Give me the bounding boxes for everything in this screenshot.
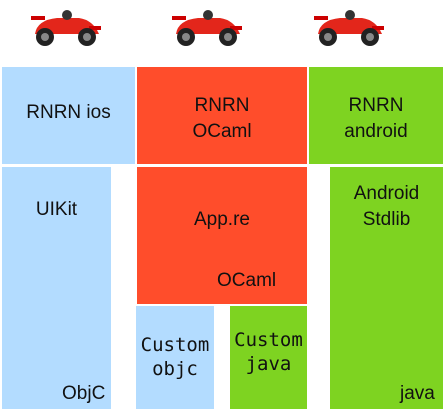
custom-java-block: Custom java bbox=[229, 305, 308, 410]
app-re-block: App.re OCaml bbox=[136, 166, 308, 305]
rnrn-ocaml-block: RNRN OCaml bbox=[136, 66, 308, 165]
rnrn-android-label: RNRN android bbox=[344, 95, 408, 142]
custom-objc-label: Custom objc bbox=[140, 334, 210, 380]
ocaml-label: OCaml bbox=[217, 270, 277, 291]
rnrn-ios-label: RNRN ios bbox=[26, 102, 111, 123]
android-stdlib-block: Android Stdlib java bbox=[329, 166, 444, 410]
rnrn-android-block: RNRN android bbox=[308, 66, 444, 165]
java-label: java bbox=[400, 383, 435, 404]
android-stdlib-label: Android Stdlib bbox=[353, 183, 420, 230]
race-car-icon bbox=[31, 10, 101, 46]
objc-label: ObjC bbox=[62, 383, 106, 404]
rnrn-ocaml-label: RNRN OCaml bbox=[192, 95, 252, 142]
rnrn-ios-block: RNRN ios bbox=[1, 66, 136, 165]
race-car-icon bbox=[172, 10, 242, 46]
uikit-block: UIKit ObjC bbox=[1, 166, 112, 410]
custom-java-label: Custom java bbox=[234, 329, 303, 375]
custom-objc-block: Custom objc bbox=[135, 305, 215, 410]
uikit-label: UIKit bbox=[35, 199, 78, 220]
app-re-label: App.re bbox=[194, 209, 250, 230]
race-car-icon bbox=[314, 10, 384, 46]
